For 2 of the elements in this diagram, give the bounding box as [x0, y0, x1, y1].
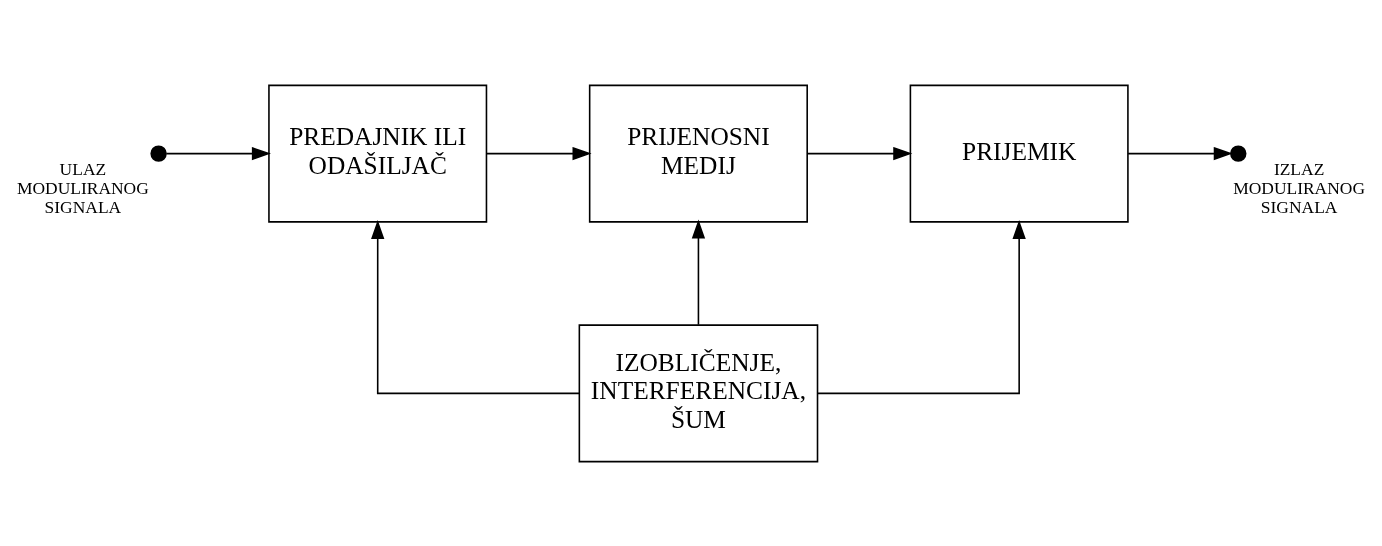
node-label: IZLAZ MODULIRANOG SIGNALA — [1233, 158, 1366, 217]
node-label: ULAZ MODULIRANOG SIGNALA — [16, 158, 149, 217]
